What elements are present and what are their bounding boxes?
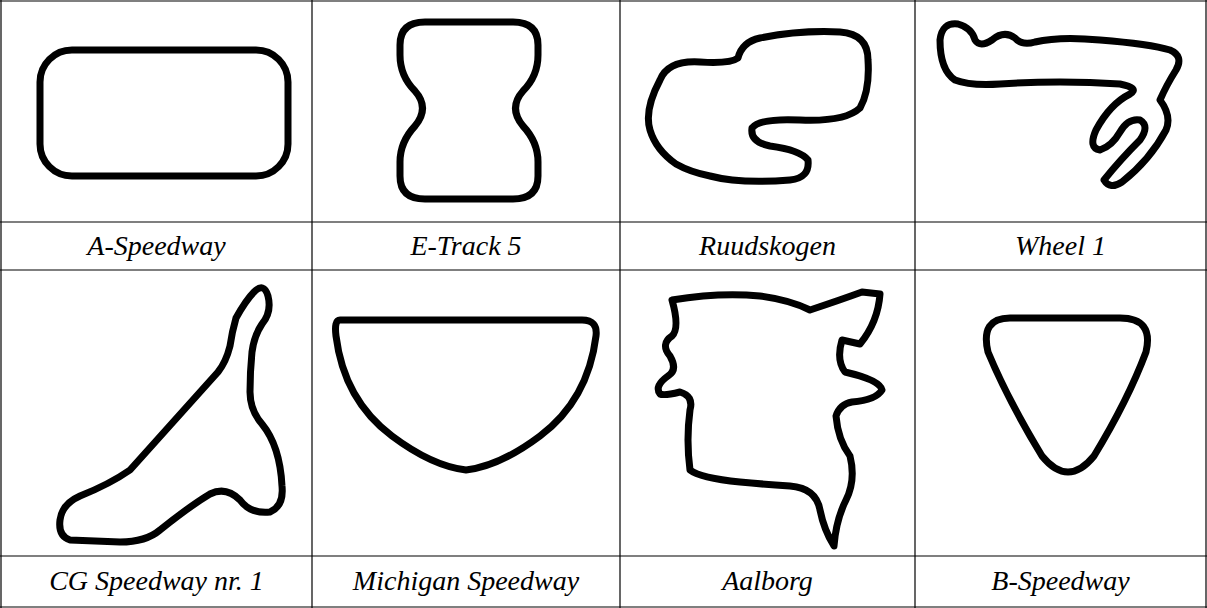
track-name: Michigan Speedway	[353, 566, 579, 597]
track-name: Ruudskogen	[699, 231, 836, 262]
track-name: E-Track 5	[410, 231, 521, 262]
track-outline	[940, 24, 1179, 186]
table-cell: B-Speedway	[915, 556, 1206, 607]
table-cell: Michigan Speedway	[312, 556, 620, 607]
table-cell: A-Speedway	[1, 222, 312, 270]
track-outline	[60, 288, 283, 542]
track-outline	[658, 292, 882, 546]
table-cell: CG Speedway nr. 1	[1, 556, 312, 607]
table-cell: E-Track 5	[312, 222, 620, 270]
track-name: CG Speedway nr. 1	[49, 566, 264, 597]
track-outline	[400, 22, 538, 199]
track-outline	[40, 50, 288, 176]
track-outline	[986, 318, 1147, 472]
track-outline	[648, 32, 868, 182]
table-cell: Ruudskogen	[620, 222, 915, 270]
track-outline	[336, 320, 597, 470]
table-cell: Wheel 1	[915, 222, 1206, 270]
table-cell: Aalborg	[620, 556, 915, 607]
track-name: Aalborg	[722, 566, 813, 597]
track-name: A-Speedway	[87, 231, 225, 262]
track-name: B-Speedway	[991, 566, 1129, 597]
track-name: Wheel 1	[1015, 231, 1106, 262]
